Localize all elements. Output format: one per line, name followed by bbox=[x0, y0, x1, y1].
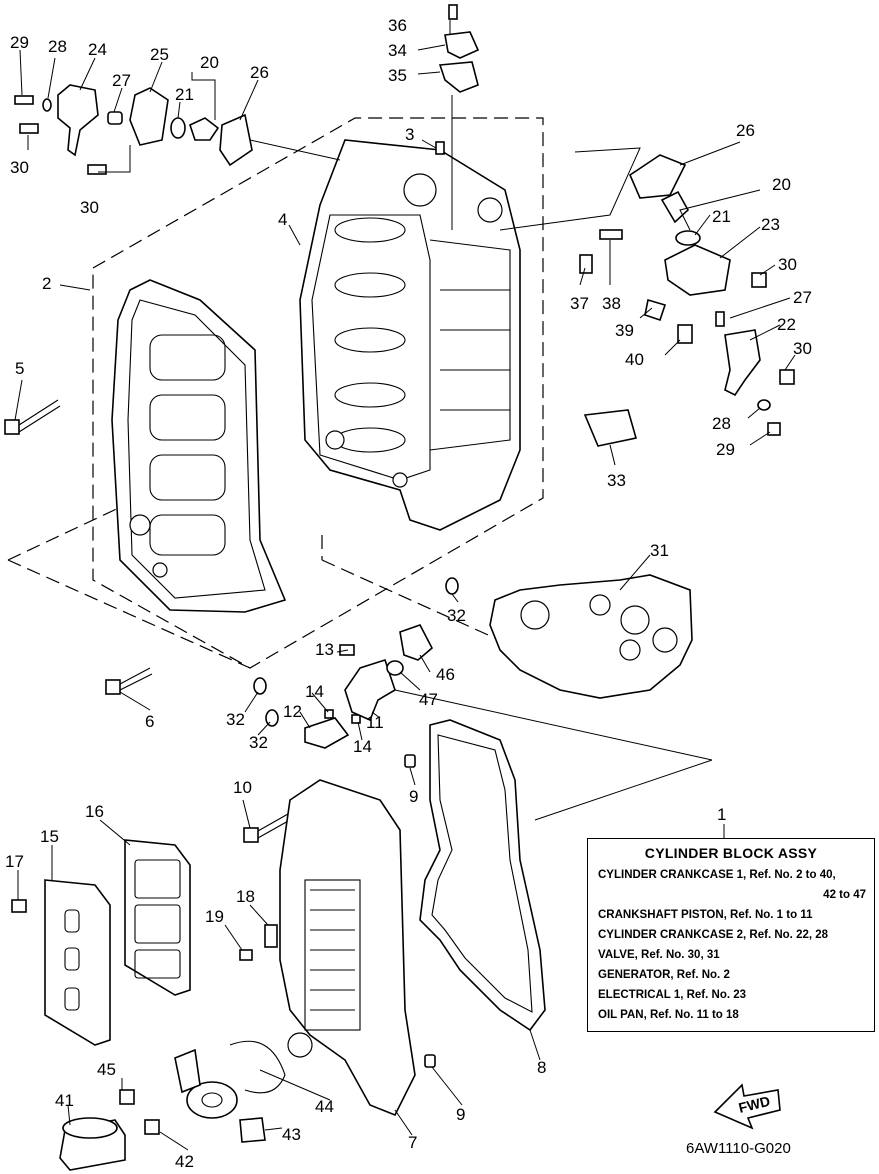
callout-34: 34 bbox=[388, 41, 407, 60]
callout-21: 21 bbox=[175, 85, 194, 104]
fwd-label: FWD bbox=[737, 1093, 772, 1116]
callout-27: 27 bbox=[793, 288, 812, 307]
callout-21: 21 bbox=[712, 207, 731, 226]
top-center-parts bbox=[435, 4, 480, 155]
callout-44: 44 bbox=[315, 1097, 334, 1116]
legend-row: ELECTRICAL 1, Ref. No. 23 bbox=[598, 989, 747, 1001]
callout-40: 40 bbox=[625, 350, 644, 369]
callout-19: 19 bbox=[205, 907, 224, 926]
callout-17: 17 bbox=[5, 852, 24, 871]
callout-25: 25 bbox=[150, 45, 169, 64]
legend-row: CRANKSHAFT PISTON, Ref. No. 1 to 11 bbox=[598, 909, 813, 921]
callout-8: 8 bbox=[537, 1058, 546, 1077]
callout-14: 14 bbox=[353, 737, 372, 756]
callout-28: 28 bbox=[48, 37, 67, 56]
callout-4: 4 bbox=[278, 210, 287, 229]
crankcase-half bbox=[111, 279, 287, 613]
callout-30: 30 bbox=[778, 255, 797, 274]
callout-30: 30 bbox=[80, 198, 99, 217]
cylinder-block bbox=[299, 139, 521, 531]
side-cover-and-gasket bbox=[11, 839, 278, 1046]
callout-29: 29 bbox=[716, 440, 735, 459]
callout-38: 38 bbox=[602, 294, 621, 313]
gasket bbox=[489, 574, 693, 699]
callout-18: 18 bbox=[236, 887, 255, 906]
legend-row: CYLINDER CRANKCASE 2, Ref. No. 22, 28 bbox=[598, 929, 829, 941]
callout-31: 31 bbox=[650, 541, 669, 560]
callout-26: 26 bbox=[250, 63, 269, 82]
legend-box: CYLINDER BLOCK ASSY CYLINDER CRANKCASE 1… bbox=[587, 838, 875, 1032]
callout-20: 20 bbox=[772, 175, 791, 194]
callout-29: 29 bbox=[10, 33, 29, 52]
thermostat-parts-left bbox=[14, 84, 253, 175]
legend-title: CYLINDER BLOCK ASSY bbox=[644, 845, 818, 861]
callout-32: 32 bbox=[447, 606, 466, 625]
callout-20: 20 bbox=[200, 53, 219, 72]
callout-30: 30 bbox=[793, 339, 812, 358]
callout-22: 22 bbox=[777, 315, 796, 334]
callout-numbers: 29 28 24 25 20 21 27 26 30 30 36 34 35 3… bbox=[5, 16, 812, 1171]
callout-13: 13 bbox=[315, 640, 334, 659]
callout-15: 15 bbox=[40, 827, 59, 846]
callout-6: 6 bbox=[145, 712, 154, 731]
oil-pan bbox=[279, 779, 416, 1117]
callout-39: 39 bbox=[615, 321, 634, 340]
callout-5: 5 bbox=[15, 359, 24, 378]
o-rings-and-pins bbox=[253, 577, 459, 1068]
leader-lines bbox=[14, 20, 796, 1151]
legend-row: 42 to 47 bbox=[823, 889, 866, 901]
callout-12: 12 bbox=[283, 702, 302, 721]
callout-10: 10 bbox=[233, 778, 252, 797]
callout-24: 24 bbox=[88, 40, 107, 59]
callout-36: 36 bbox=[388, 16, 407, 35]
callout-43: 43 bbox=[282, 1125, 301, 1144]
callout-1: 1 bbox=[717, 805, 726, 824]
callout-28: 28 bbox=[712, 414, 731, 433]
fwd-arrow: FWD bbox=[713, 1083, 781, 1130]
thermostat-parts-right bbox=[579, 154, 795, 447]
callout-41: 41 bbox=[55, 1091, 74, 1110]
callout-42: 42 bbox=[175, 1152, 194, 1171]
legend-row: OIL PAN, Ref. No. 11 to 18 bbox=[598, 1009, 739, 1021]
callout-3: 3 bbox=[405, 125, 414, 144]
callout-32: 32 bbox=[226, 710, 245, 729]
callout-11: 11 bbox=[366, 713, 384, 732]
callout-35: 35 bbox=[388, 66, 407, 85]
legend-row: CYLINDER CRANKCASE 1, Ref. No. 2 to 40, bbox=[598, 869, 836, 881]
callout-47: 47 bbox=[419, 690, 438, 709]
callout-33: 33 bbox=[607, 471, 626, 490]
oil-filter-assembly bbox=[59, 1040, 286, 1171]
callout-9: 9 bbox=[456, 1105, 465, 1124]
callout-45: 45 bbox=[97, 1060, 116, 1079]
callout-7: 7 bbox=[408, 1133, 417, 1152]
legend-row: VALVE, Ref. No. 30, 31 bbox=[598, 949, 720, 961]
callout-23: 23 bbox=[761, 215, 780, 234]
callout-46: 46 bbox=[436, 665, 455, 684]
callout-30: 30 bbox=[10, 158, 29, 177]
callout-14: 14 bbox=[305, 682, 324, 701]
large-gasket bbox=[419, 719, 546, 1032]
callout-16: 16 bbox=[85, 802, 104, 821]
callout-32: 32 bbox=[249, 733, 268, 752]
callout-2: 2 bbox=[42, 274, 51, 293]
oil-valve-assembly bbox=[304, 624, 434, 749]
legend-row: GENERATOR, Ref. No. 2 bbox=[598, 969, 730, 981]
callout-9: 9 bbox=[409, 787, 418, 806]
drawing-code: 6AW1110-G020 bbox=[686, 1140, 791, 1157]
callout-37: 37 bbox=[570, 294, 589, 313]
callout-27: 27 bbox=[112, 71, 131, 90]
callout-26: 26 bbox=[736, 121, 755, 140]
